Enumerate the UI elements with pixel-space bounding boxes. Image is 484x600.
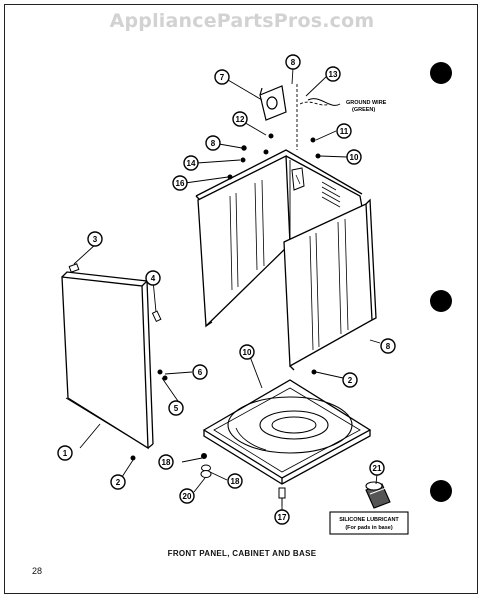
callout-13: 13 [325,66,341,82]
svg-text:8: 8 [291,58,296,67]
callout-2-left: 2 [110,474,126,490]
leader-dashes [296,84,331,150]
callout-11: 11 [336,123,352,139]
callout-8-right: 8 [380,338,396,354]
svg-text:17: 17 [278,513,287,522]
svg-text:7: 7 [220,73,225,82]
panel-screws [130,369,168,461]
top-bracket [259,85,287,121]
svg-text:10: 10 [350,153,359,162]
base [202,379,372,485]
callout-8-top: 8 [285,54,301,70]
lubricant-note-box [329,511,409,535]
callout-20: 20 [179,488,195,504]
watermark: AppliancePartsPros.com [109,10,375,32]
binder-hole-middle [430,290,452,312]
svg-text:18: 18 [162,458,171,467]
ground-wire [307,98,341,106]
silicone-lubricant-can [365,481,391,509]
base-fasteners [200,453,286,506]
svg-text:1: 1 [63,449,68,458]
svg-text:13: 13 [329,70,338,79]
callout-21: 21 [369,460,385,476]
callout-3: 3 [87,231,103,247]
front-panel-clip [68,263,80,273]
svg-text:20: 20 [183,492,192,501]
panel-spring-clip [151,310,162,323]
page-border [4,4,478,594]
callout-10-base: 10 [239,344,255,360]
callout-17: 17 [274,509,290,525]
page-number: 28 [32,566,43,576]
cabinet [195,149,377,371]
callout-7: 7 [214,69,230,85]
front-panel [61,271,154,450]
svg-text:10: 10 [243,348,252,357]
ground-wire-label: GROUND WIRE [346,100,387,106]
svg-text:11: 11 [340,127,349,136]
callout-18-right: 18 [227,473,243,489]
callout-5: 5 [168,400,184,416]
svg-text:8: 8 [386,342,391,351]
svg-text:5: 5 [174,404,179,413]
figure-caption: FRONT PANEL, CABINET AND BASE [167,549,317,558]
svg-text:6: 6 [198,368,203,377]
cabinet-top-fasteners [227,133,321,375]
svg-text:2: 2 [116,478,121,487]
callout-18-left: 18 [158,454,174,470]
callout-16: 16 [172,175,188,191]
svg-text:21: 21 [373,464,382,473]
callout-2-right: 2 [342,372,358,388]
svg-text:4: 4 [151,274,156,283]
callout-6: 6 [192,364,208,380]
svg-text:18: 18 [231,477,240,486]
svg-text:8: 8 [211,139,216,148]
svg-text:16: 16 [176,179,185,188]
callout-10-top: 10 [346,149,362,165]
lubricant-sublabel: (For pads in base) [345,525,393,531]
svg-text:2: 2 [348,376,353,385]
callout-12: 12 [232,111,248,127]
svg-text:3: 3 [93,235,98,244]
binder-hole-top [430,62,452,84]
svg-text:12: 12 [236,115,245,124]
binder-hole-bottom [430,480,452,502]
ground-wire-color-label: (GREEN) [352,107,375,113]
callout-8-left: 8 [205,135,221,151]
callout-4: 4 [145,270,161,286]
callout-1: 1 [57,445,73,461]
callout-14: 14 [183,155,199,171]
lubricant-label: SILICONE LUBRICANT [339,517,399,523]
svg-text:14: 14 [187,159,196,168]
leader-lines [73,67,381,510]
